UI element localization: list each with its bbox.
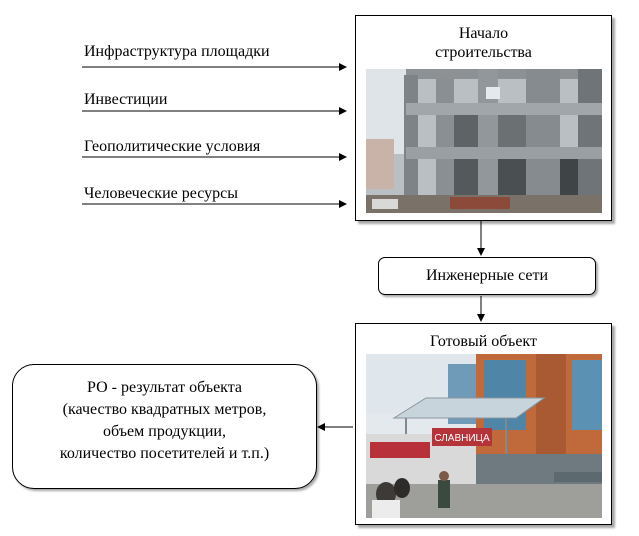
- input-label-investments: Инвестиции: [84, 91, 168, 108]
- construction-photo: [366, 69, 602, 213]
- finished-building-photo: СЛАВНИЦА: [366, 354, 602, 518]
- construction-start-title-2: строительства: [435, 44, 532, 61]
- result-line-quality: (качество квадратных метров,: [62, 401, 267, 418]
- input-label-human-resources: Человеческие ресурсы: [84, 185, 238, 202]
- input-label-infrastructure: Инфраструктура площадки: [84, 43, 270, 60]
- result-box: РО - результат объекта (качество квадрат…: [12, 364, 317, 489]
- engineering-networks-box: Инженерные сети: [378, 257, 596, 295]
- result-line-volume: объем продукции,: [103, 423, 226, 440]
- result-line-visitors: количество посетителей и т.п.): [59, 445, 270, 462]
- input-label-geopolitical: Геополитические условия: [84, 138, 261, 155]
- construction-start-title-1: Начало: [458, 25, 509, 42]
- store-sign-text: СЛАВНИЦА: [434, 433, 490, 444]
- construction-start-box: Начало строительства: [355, 15, 612, 221]
- engineering-networks-label: Инженерные сети: [425, 267, 549, 284]
- finished-object-title: Готовый объект: [430, 333, 537, 350]
- finished-object-box: Готовый объект СЛАВНИЦА: [355, 323, 612, 525]
- result-title: РО - результат объекта: [86, 379, 243, 396]
